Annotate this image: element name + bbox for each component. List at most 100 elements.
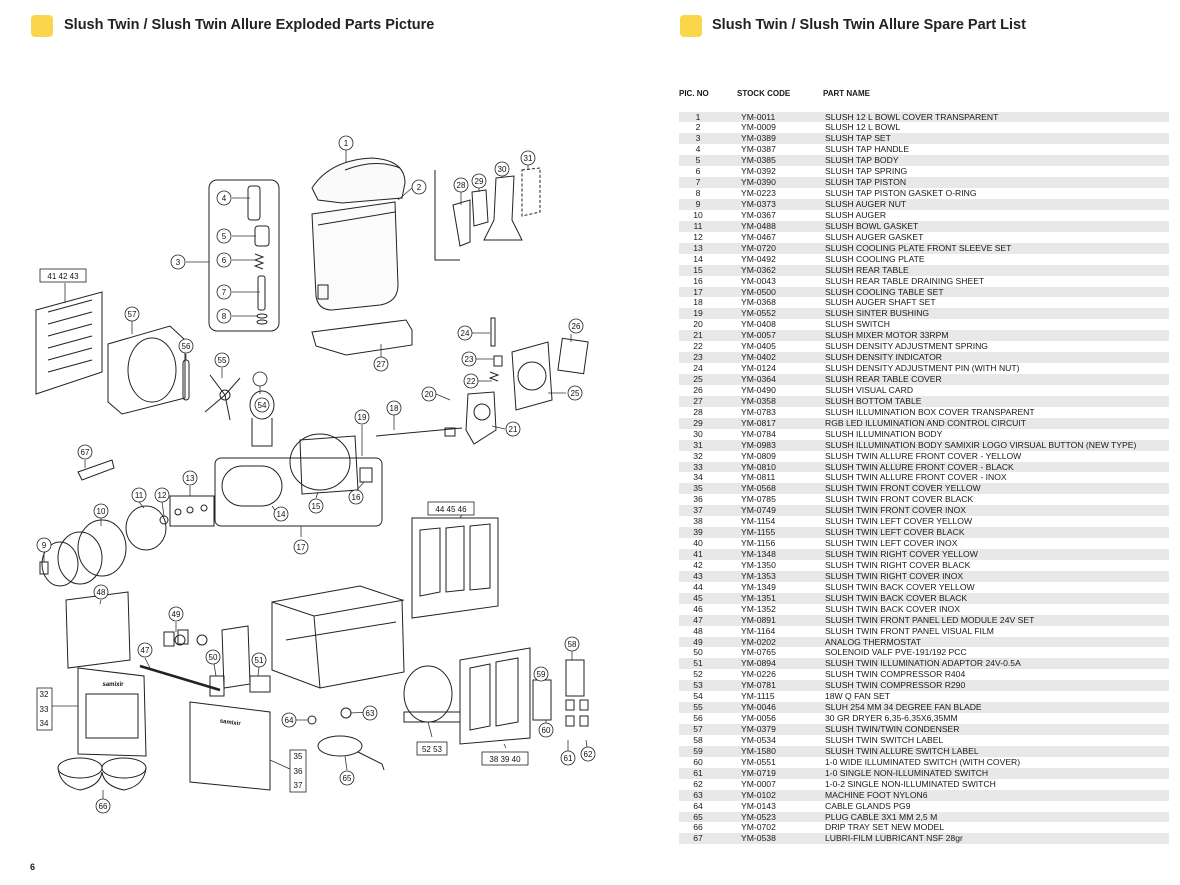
part-name-cell: SLUSH MIXER MOTOR 33RPM: [825, 330, 949, 341]
pic-no-cell: 60: [693, 756, 703, 767]
part-name-cell: SLUSH TWIN COMPRESSOR R404: [825, 669, 966, 680]
part-name-cell: SLUSH TWIN SWITCH LABEL: [825, 734, 944, 745]
part-name-cell: SLUSH TWIN BACK COVER INOX: [825, 603, 960, 614]
svg-text:31: 31: [524, 154, 533, 163]
svg-text:samixir: samixir: [102, 682, 124, 688]
part-name-cell: SLUH 254 MM 34 DEGREE FAN BLADE: [825, 702, 982, 713]
stock-code-cell: YM-0568: [741, 483, 776, 494]
part-name-cell: SLUSH VISUAL CARD: [825, 384, 914, 395]
pic-no-cell: 6: [695, 166, 701, 177]
part-name-cell: 30 GR DRYER 6,35-6,35X6,35MM: [825, 713, 958, 724]
stock-code-cell: YM-0387: [741, 144, 776, 155]
part-name-cell: SLUSH TAP SET: [825, 133, 891, 144]
pic-no-cell: 61: [693, 767, 703, 778]
svg-text:58: 58: [568, 640, 577, 649]
pic-no-cell: 39: [693, 527, 703, 538]
part-name-cell: SLUSH TWIN/TWIN CONDENSER: [825, 724, 960, 734]
svg-text:35: 35: [294, 752, 303, 761]
part-name-cell: SLUSH TWIN FRONT PANEL LED MODULE 24V SE…: [825, 614, 1035, 625]
part-name-cell: SLUSH TWIN RIGHT COVER INOX: [825, 570, 964, 581]
stock-code-cell: YM-0490: [741, 384, 776, 395]
pic-no-cell: 16: [693, 275, 703, 286]
stock-code-cell: YM-0043: [741, 275, 776, 286]
svg-text:62: 62: [584, 750, 593, 759]
part-name-cell: SLUSH DENSITY ADJUSTMENT PIN (WITH NUT): [825, 363, 1020, 374]
pic-no-cell: 15: [693, 264, 703, 275]
pic-no-cell: 67: [693, 833, 703, 844]
svg-text:41 42 43: 41 42 43: [47, 272, 79, 281]
pic-no-cell: 50: [693, 647, 703, 658]
pic-no-cell: 26: [693, 384, 703, 395]
stock-code-cell: YM-1156: [741, 538, 776, 549]
svg-text:22: 22: [467, 377, 476, 386]
stock-code-cell: YM-0784: [741, 428, 776, 439]
stock-code-cell: YM-0720: [741, 242, 776, 253]
svg-text:28: 28: [457, 181, 466, 190]
stock-code-cell: YM-0389: [741, 133, 776, 144]
svg-text:samixir: samixir: [219, 719, 241, 728]
pic-no-cell: 19: [693, 308, 703, 319]
part-name-cell: SLUSH COOLING PLATE: [825, 253, 925, 264]
part-name-cell: SLUSH TWIN LEFT COVER INOX: [825, 538, 958, 549]
stock-code-cell: YM-1164: [741, 625, 776, 636]
stock-code-cell: YM-0492: [741, 253, 776, 264]
header-part-name: PART NAME: [823, 89, 870, 98]
stock-code-cell: YM-0362: [741, 264, 776, 275]
svg-text:52 53: 52 53: [422, 745, 443, 754]
pic-no-cell: 66: [693, 822, 703, 833]
svg-text:14: 14: [277, 510, 286, 519]
stock-code-cell: YM-1155: [741, 527, 776, 538]
stock-code-cell: YM-0379: [741, 724, 776, 734]
pic-no-cell: 43: [693, 570, 703, 581]
stock-code-cell: YM-0390: [741, 177, 776, 188]
pic-no-cell: 38: [693, 516, 703, 527]
stock-code-cell: YM-0202: [741, 636, 776, 647]
svg-text:17: 17: [297, 543, 306, 552]
stock-code-cell: YM-0364: [741, 374, 776, 384]
stock-code-cell: YM-1350: [741, 559, 776, 570]
pic-no-cell: 7: [695, 177, 701, 188]
stock-code-cell: YM-0223: [741, 188, 776, 199]
pic-no-cell: 65: [693, 811, 703, 822]
pic-no-cell: 31: [693, 439, 703, 450]
pic-no-cell: 23: [693, 352, 703, 363]
stock-code-cell: YM-0046: [741, 702, 776, 713]
svg-text:56: 56: [182, 342, 191, 351]
pic-no-cell: 57: [693, 724, 703, 734]
pic-no-cell: 63: [693, 789, 703, 800]
pic-no-cell: 59: [693, 745, 703, 756]
stock-code-cell: YM-1349: [741, 581, 776, 592]
stock-code-cell: YM-0534: [741, 734, 776, 745]
svg-text:37: 37: [294, 781, 303, 790]
part-name-cell: SLUSH REAR TABLE DRAINING SHEET: [825, 275, 985, 286]
pic-no-cell: 11: [693, 220, 703, 231]
svg-text:18: 18: [390, 404, 399, 413]
part-name-cell: SLUSH TWIN LEFT COVER YELLOW: [825, 516, 973, 527]
part-name-cell: SLUSH REAR TABLE COVER: [825, 374, 942, 384]
